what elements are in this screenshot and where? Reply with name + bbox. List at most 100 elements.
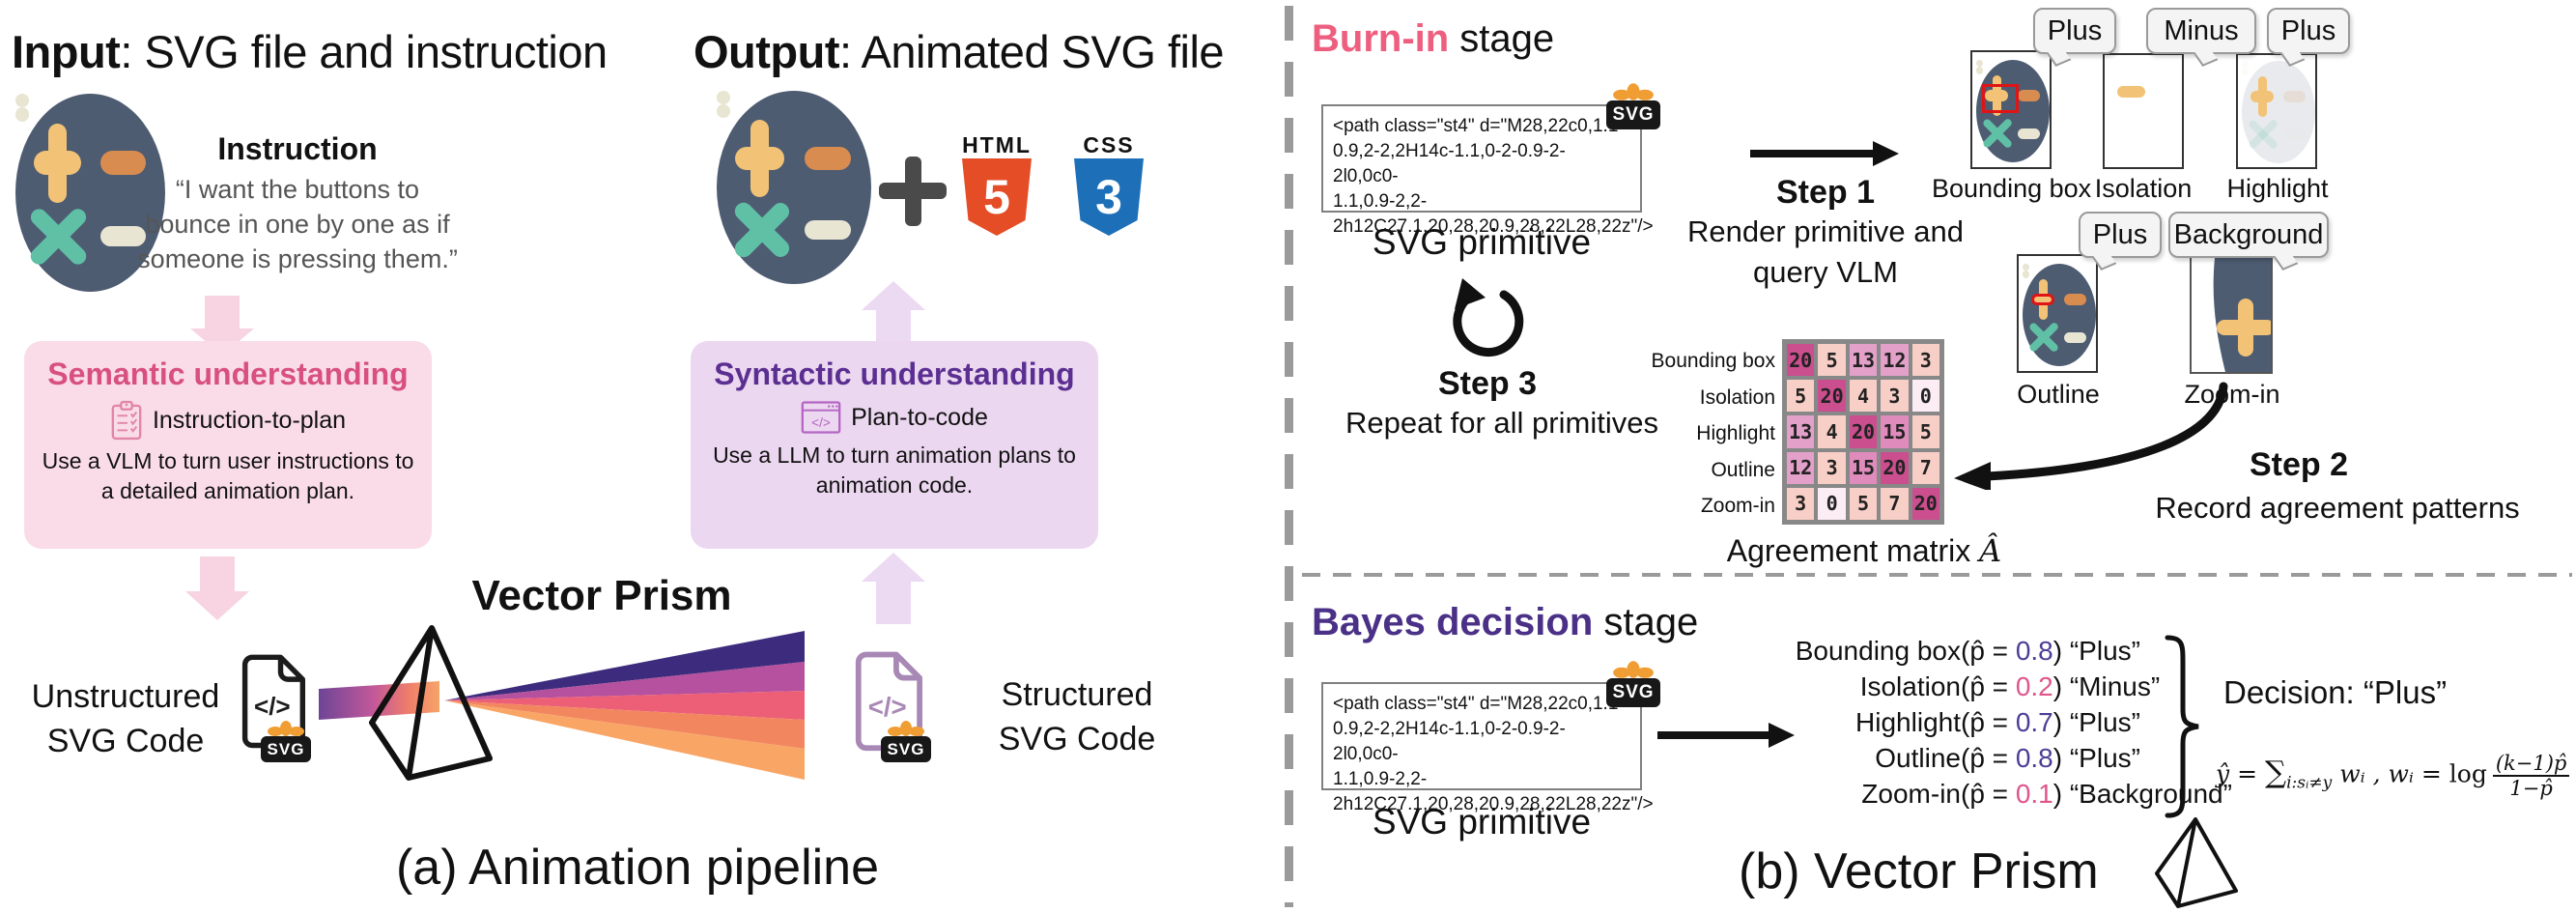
matrix-cell: 7 (1881, 487, 1909, 520)
step2-arrow (1954, 382, 2228, 490)
vlm-answer-bubble: Plus (2267, 8, 2350, 54)
isolated-primitive (2116, 86, 2145, 99)
syntactic-understanding-box: Syntactic understanding </> Plan-to-code… (691, 341, 1098, 549)
matrix-cell: 3 (1881, 380, 1909, 413)
code-line: 2h12C27.1,20,28,20.9,28,22L28,22z"/> (1333, 794, 1654, 814)
vlm-answer-bubble: Minus (2146, 8, 2256, 54)
step1-line2: query VLM (1753, 255, 1898, 289)
matrix-row-label: Isolation (1699, 386, 1775, 409)
bubble-text: Plus (2047, 14, 2103, 46)
light-beam (319, 681, 439, 720)
semantic-title: Semantic understanding (47, 357, 409, 391)
divide-icon (15, 107, 29, 122)
semantic-subtitle: Instruction-to-plan (152, 406, 347, 434)
instruction-quote-line: someone is pressing them.” (137, 244, 458, 273)
matrix-cell: 20 (1849, 415, 1878, 448)
input-title: Input: SVG file and instruction (12, 25, 608, 78)
bounding-box-thumbnail (1970, 50, 2052, 169)
minus-icon (805, 147, 852, 170)
matrix-cell: 5 (1849, 487, 1878, 520)
divide-icon (805, 220, 852, 240)
matrix-cell: 20 (1911, 487, 1939, 520)
step2-line: Record agreement patterns (2155, 491, 2520, 525)
matrix-cell: 4 (1818, 415, 1846, 448)
burnin-heading-bold: Burn-in (1312, 17, 1450, 60)
syntactic-title: Syntactic understanding (714, 357, 1075, 391)
probability-close: ) (2052, 671, 2070, 701)
bayes-heading: Bayes decision stage (1312, 601, 1698, 644)
output-title-rest: : Animated SVG file (839, 26, 1225, 77)
matrix-cell: 7 (1911, 451, 1939, 484)
view-label-outline: Outline (2017, 380, 2100, 409)
matrix-cell: 13 (1849, 344, 1878, 377)
probability-row: Isolation(p̂ = 0.2) “Minus” (1671, 671, 2161, 702)
step3-line: Repeat for all primitives (1345, 406, 1658, 440)
matrix-row-label: Bounding box (1651, 350, 1775, 372)
calculator-graphic-input (15, 94, 165, 292)
html5-number: 5 (983, 170, 1010, 224)
syntactic-body-line: animation code. (815, 472, 974, 498)
svg-text:</>: </> (811, 415, 831, 430)
code-line: 1.1,0.9-2,2- (1333, 769, 1428, 789)
decision-label: Decision: “Plus” (2223, 674, 2448, 710)
svg-badge-text: SVG (1606, 678, 1660, 707)
view-label-isolation: Isolation (2094, 174, 2193, 203)
syntactic-body-line: Use a LLM to turn animation plans to (713, 442, 1076, 468)
probability-method: Bounding box (1795, 636, 1961, 666)
css3-badge-label: CSS (1083, 132, 1135, 157)
probability-method: Highlight (1855, 707, 1961, 737)
unstructured-label-line: SVG Code (46, 723, 205, 759)
arrow-up-purple (862, 281, 925, 349)
structured-label-line: Structured (1001, 676, 1153, 713)
curly-brace (2165, 635, 2199, 818)
step3-title: Step 3 (1437, 365, 1538, 402)
step2-title: Step 2 (2249, 446, 2349, 483)
code-window-icon: </> (801, 401, 841, 434)
matrix-cell: 0 (1911, 380, 1939, 413)
formula-log: log (2449, 759, 2487, 788)
unstructured-label: Unstructured SVG Code (8, 674, 243, 763)
structured-label: Structured SVG Code (956, 672, 1198, 761)
probability-row: Highlight(p̂ = 0.7) “Plus” (1671, 707, 2140, 738)
instruction-quote-line: “I want the buttons to (175, 175, 420, 204)
zoomed-primitive (2213, 258, 2271, 372)
probability-answer: “Plus” (2069, 743, 2140, 773)
plus-join-icon (879, 157, 947, 226)
syntactic-subtitle: Plan-to-code (851, 403, 988, 431)
minus-icon (100, 151, 146, 176)
probability-value: 0.7 (2015, 707, 2053, 737)
probability-value: 0.8 (2015, 636, 2053, 666)
probability-open: (p̂ = (1961, 779, 2016, 809)
arrow-up-purple (862, 553, 925, 624)
code-line: 0.9,2-2,2H14c-1.1,0-2-0.9-2-2l0,0c0- (1333, 719, 1566, 764)
step1-title: Step 1 (1775, 174, 1876, 211)
vector-prism-title: Vector Prism (471, 572, 732, 619)
svg-code-box-burnin: <path class="st4" d="M28,22c0,1.1- 0.9,2… (1321, 104, 1654, 237)
burnin-heading-rest: stage (1449, 17, 1555, 60)
input-title-bold: Input (12, 26, 121, 77)
css3-number: 3 (1095, 170, 1122, 224)
instruction-heading: Instruction (217, 131, 378, 166)
clipboard-icon (111, 400, 142, 441)
view-label-zoomin: Zoom-in (2184, 380, 2280, 409)
probability-answer: “Minus” (2069, 671, 2161, 701)
matrix-cell: 12 (1787, 451, 1815, 484)
probability-answer: “Plus” (2069, 636, 2140, 666)
matrix-cell: 3 (1818, 451, 1846, 484)
svg-badge: SVG (261, 721, 311, 762)
step3-loop-icon (1453, 278, 1524, 357)
formula-fraction: (k−1)p̂1−p̂ (2492, 752, 2570, 800)
highlight-thumbnail (2236, 53, 2317, 169)
outline-thumbnail (2017, 254, 2098, 373)
stage-divider (1302, 573, 2572, 577)
formula-yhat: ŷ (2216, 759, 2230, 788)
svg-text:</>: </> (254, 692, 291, 721)
decision-formula: ŷ = ∑i:sᵢ≠y wᵢ , wᵢ = log(k−1)p̂1−p̂ (2216, 752, 2570, 800)
matrix-cell: 15 (1881, 415, 1909, 448)
probability-close: ) (2052, 779, 2070, 809)
bayes-heading-rest: stage (1593, 601, 1699, 643)
plus-icon (735, 147, 785, 170)
probability-open: (p̂ = (1961, 707, 2016, 737)
